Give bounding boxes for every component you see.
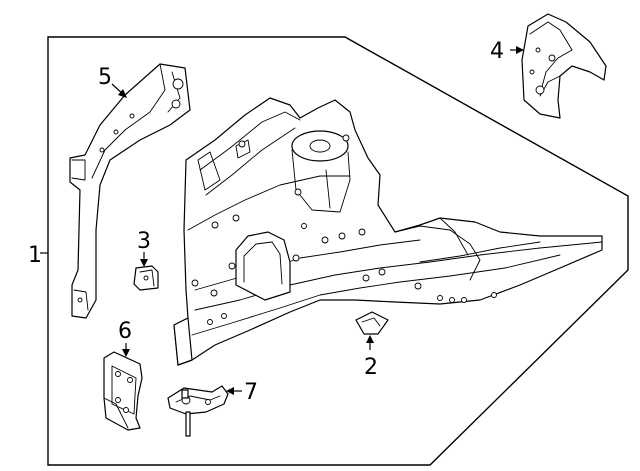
callout-5-label: 5 (98, 65, 112, 90)
part-2-gusset (355, 311, 389, 335)
part-3-bracket (133, 265, 159, 291)
assembly-frame (47, 36, 629, 466)
part-4-upper-bracket (521, 13, 607, 119)
part-7-stud-bracket (167, 385, 229, 437)
part-5-pillar-reinforcement (69, 63, 191, 319)
main-apron-assembly (173, 97, 603, 366)
callout-6-label: 6 (118, 319, 132, 344)
callout-1-label: 1 (28, 243, 42, 268)
callout-3-label: 3 (137, 229, 151, 254)
callout-4-label: 4 (490, 39, 504, 64)
callout-7-label: 7 (244, 380, 258, 405)
callout-2-label: 2 (364, 355, 378, 380)
part-6-lower-bracket (103, 351, 143, 431)
